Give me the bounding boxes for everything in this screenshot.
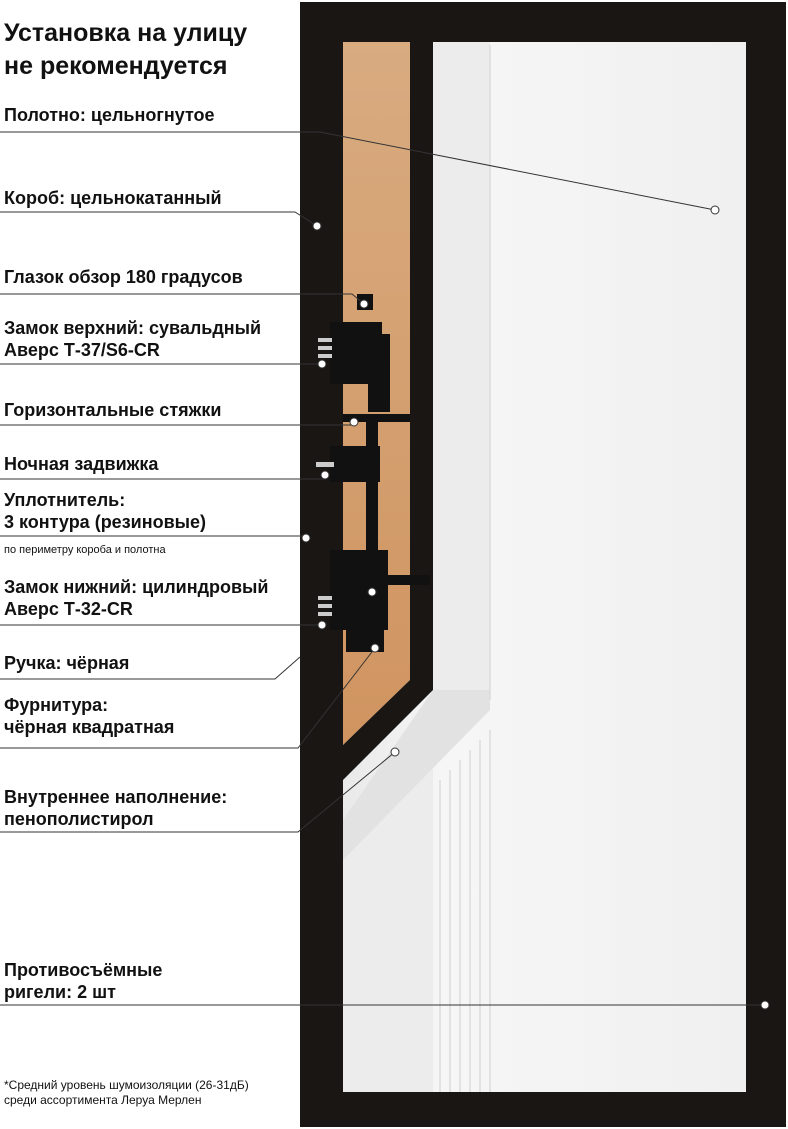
heading-line-1: Установка на улицу — [4, 19, 248, 47]
label-fittings-1: Фурнитура: — [4, 695, 109, 715]
label-night-latch: Ночная задвижка — [4, 454, 159, 474]
diagonal-profile — [343, 42, 433, 780]
label-leaf: Полотно: цельногнутое — [4, 105, 215, 125]
label-frame: Короб: цельнокатанный — [4, 188, 222, 208]
ties-icon — [343, 414, 410, 422]
face-grooves — [439, 45, 491, 1092]
footnote-line-2: среди ассортимента Леруа Мерлен — [4, 1093, 202, 1107]
label-fittings-2: чёрная квадратная — [4, 717, 175, 737]
label-lower-lock-2: Аверс Т-32-CR — [4, 599, 133, 619]
callout-lines — [0, 131, 765, 1006]
lock-rod — [366, 420, 378, 560]
label-seal-2: 3 контура (резиновые) — [4, 512, 207, 532]
label-filling-2: пенополистирол — [4, 809, 154, 829]
diagonal-profile-lower — [343, 690, 490, 860]
footnote-line-1: *Средний уровень шумоизоляции (26-31дБ) — [4, 1078, 249, 1092]
lower-lock-icon — [318, 550, 430, 652]
heading-line-2: не рекомендуется — [4, 52, 228, 80]
label-handle: Ручка: чёрная — [4, 653, 130, 673]
label-bolts-2: ригели: 2 шт — [4, 982, 116, 1002]
label-upper-lock-1: Замок верхний: сувальдный — [4, 318, 262, 338]
label-upper-lock-2: Аверс Т-37/S6-CR — [4, 340, 160, 360]
label-peephole: Глазок обзор 180 градусов — [4, 267, 243, 287]
callout-dots — [301, 205, 770, 1010]
label-seal-1: Уплотнитель: — [4, 490, 126, 510]
upper-lock-icon — [318, 322, 390, 412]
label-ties: Горизонтальные стяжки — [4, 400, 222, 420]
label-lower-lock-1: Замок нижний: цилиндровый — [4, 577, 269, 597]
face-inlay — [343, 42, 490, 1092]
label-bolts-1: Противосъёмные — [4, 960, 163, 980]
label-seal-note: по периметру короба и полотна — [4, 544, 166, 556]
label-filling-1: Внутреннее наполнение: — [4, 787, 228, 807]
